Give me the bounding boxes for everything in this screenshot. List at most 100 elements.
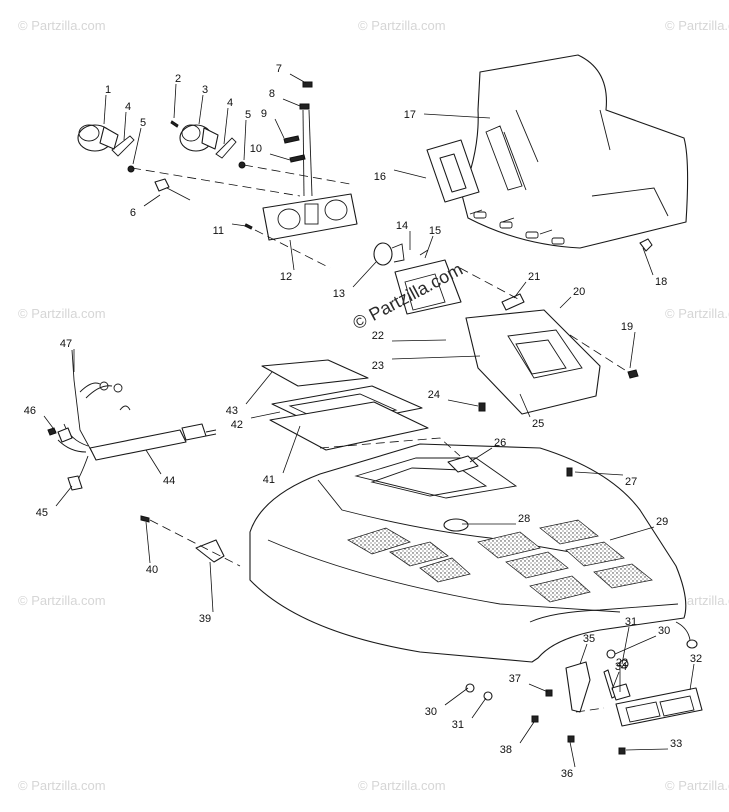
callout-number: 30 (658, 625, 670, 637)
callout-leader (444, 687, 469, 706)
clamp-left (111, 135, 135, 157)
headlight-housing (465, 309, 601, 415)
callout-leader (132, 127, 142, 165)
nut-left (127, 165, 135, 173)
callout-leader (145, 449, 162, 475)
callout-leader (447, 399, 479, 407)
callout-number: 21 (528, 271, 540, 283)
callout-leader (143, 194, 161, 207)
callout-leader (471, 697, 487, 719)
callout-leader (614, 635, 657, 655)
screw (545, 689, 553, 697)
cable (675, 621, 691, 641)
gauge-left (77, 124, 119, 152)
callout-leader (393, 169, 427, 179)
callout-number: 40 (146, 564, 158, 576)
headlight (394, 259, 462, 315)
housing-screw (627, 369, 639, 379)
callout-leader (528, 683, 549, 693)
callout-leader (621, 626, 630, 665)
cover-plate (261, 359, 369, 387)
callout-number: 28 (518, 513, 530, 525)
callout-leader (423, 113, 491, 119)
callout-number: 42 (231, 419, 243, 431)
callout-number: 46 (24, 405, 36, 417)
callout-leader (689, 663, 695, 691)
callout-leader (274, 118, 285, 139)
callout-leader (469, 447, 493, 463)
watermark: © Partzilla.com (18, 593, 106, 608)
callout-number: 38 (500, 744, 512, 756)
rivet (140, 515, 150, 523)
clamp-right (215, 137, 237, 159)
wiring-harness (47, 349, 217, 491)
headlight-spring (419, 249, 429, 256)
callout-leader (579, 643, 588, 665)
callout-number: 4 (125, 101, 131, 113)
callout-number: 34 (615, 661, 627, 673)
callout-number: 5 (245, 109, 251, 121)
callout-leader (103, 94, 107, 125)
callout-number: 27 (625, 476, 637, 488)
callout-leader (559, 296, 572, 309)
callout-leader (145, 521, 151, 564)
taillight (615, 687, 703, 727)
watermark: © Partzilla.com (665, 18, 729, 33)
callout-leader (391, 339, 447, 342)
callout-number: 25 (532, 418, 544, 430)
callout-leader (289, 239, 295, 271)
windshield (461, 54, 689, 249)
watermark: © Partzilla.com (358, 18, 446, 33)
headlight-bulb (373, 242, 405, 266)
windshield-fastener (639, 238, 653, 252)
bracket (195, 539, 225, 563)
callout-leader (245, 371, 273, 405)
watermark: © Partzilla.com (18, 778, 106, 793)
callout-leader (231, 223, 247, 227)
callout-number: 22 (372, 330, 384, 342)
callout-leader (391, 355, 481, 360)
callout-number: 5 (140, 117, 146, 129)
callout-leader (611, 671, 620, 691)
callout-number: 19 (621, 321, 633, 333)
callout-number: 9 (261, 108, 267, 120)
watermark: © Partzilla.com (665, 306, 729, 321)
callout-number: 35 (583, 633, 595, 645)
callout-leader (173, 83, 177, 119)
callout-leader (569, 741, 576, 768)
callout-number: 10 (250, 143, 262, 155)
callout-leader (519, 393, 531, 418)
callout-number: 31 (625, 616, 637, 628)
hood-grommet (443, 518, 469, 532)
callout-leader (574, 471, 624, 476)
mounting-plate (262, 193, 358, 241)
bulb (289, 154, 306, 163)
windshield-trim (426, 139, 480, 203)
lower-bracket (565, 661, 591, 713)
callout-leader (625, 748, 669, 751)
callout-number: 47 (60, 338, 72, 350)
callout-number: 3 (202, 84, 208, 96)
callout-leader (250, 411, 281, 419)
screw (244, 223, 253, 230)
callout-leader (289, 73, 307, 84)
callout-number: 37 (509, 673, 521, 685)
hood-clip (447, 455, 479, 473)
callout-leader (282, 98, 301, 107)
housing-screw (478, 402, 486, 412)
washer (606, 649, 616, 659)
callout-number: 45 (36, 507, 48, 519)
callout-number: 18 (655, 276, 667, 288)
callout-leader (352, 261, 377, 288)
hood-screw (566, 467, 573, 477)
callout-number: 36 (561, 768, 573, 780)
callout-number: 6 (130, 207, 136, 219)
callout-leader (223, 107, 229, 145)
callout-leader (282, 425, 301, 474)
callout-number: 26 (494, 437, 506, 449)
callout-number: 24 (428, 389, 440, 401)
console-base (269, 401, 429, 451)
cable-end (686, 639, 698, 649)
